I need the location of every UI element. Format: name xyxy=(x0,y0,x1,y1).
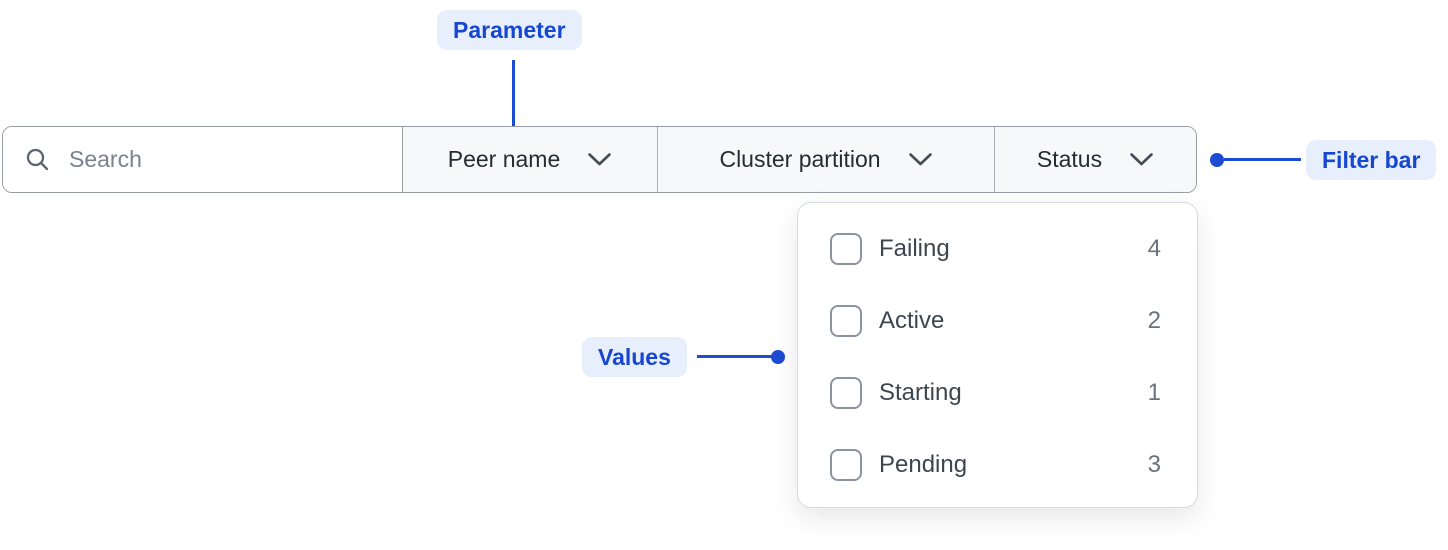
filter-bar-connector-dot xyxy=(1210,153,1224,167)
chevron-down-icon xyxy=(908,153,932,166)
menu-item-label: Active xyxy=(879,307,945,334)
values-connector-line xyxy=(697,355,772,358)
menu-item-failing[interactable]: Failing 4 xyxy=(830,225,1161,273)
filter-bar-connector-line xyxy=(1224,158,1301,161)
parameter-connector-line xyxy=(512,60,515,136)
dropdown-cluster-partition[interactable]: Cluster partition xyxy=(658,127,995,192)
menu-item-active[interactable]: Active 2 xyxy=(830,297,1161,345)
status-dropdown-panel: Failing 4 Active 2 Starting 1 Pending 3 xyxy=(797,202,1198,508)
chevron-down-icon xyxy=(588,153,612,166)
search-input[interactable] xyxy=(69,146,402,173)
checkbox-failing[interactable] xyxy=(830,233,862,265)
dropdown-cluster-partition-label: Cluster partition xyxy=(719,146,881,172)
dropdown-peer-name[interactable]: Peer name xyxy=(403,127,658,192)
annotation-filter-bar-pill: Filter bar xyxy=(1306,140,1437,180)
checkbox-pending[interactable] xyxy=(830,449,862,481)
annotation-values-pill: Values xyxy=(582,337,687,377)
dropdown-peer-name-label: Peer name xyxy=(447,146,561,172)
checkbox-active[interactable] xyxy=(830,305,862,337)
menu-item-pending[interactable]: Pending 3 xyxy=(830,441,1161,489)
dropdown-status[interactable]: Status xyxy=(995,127,1196,192)
values-connector-dot xyxy=(771,350,785,364)
filter-bar: Peer name Cluster partition Status xyxy=(2,126,1197,193)
menu-item-count: 1 xyxy=(1147,379,1161,406)
menu-item-label: Starting xyxy=(879,379,962,406)
chevron-down-icon xyxy=(1130,153,1153,166)
menu-item-count: 3 xyxy=(1147,451,1161,478)
dropdown-status-label: Status xyxy=(1036,146,1103,172)
menu-item-label: Pending xyxy=(879,451,968,478)
menu-item-label: Failing xyxy=(879,235,950,262)
checkbox-starting[interactable] xyxy=(830,377,862,409)
search-section xyxy=(3,127,403,192)
menu-item-count: 2 xyxy=(1147,307,1161,334)
menu-item-starting[interactable]: Starting 1 xyxy=(830,369,1161,417)
annotation-parameter-pill: Parameter xyxy=(437,10,582,50)
search-icon xyxy=(26,148,49,171)
menu-item-count: 4 xyxy=(1147,235,1161,262)
